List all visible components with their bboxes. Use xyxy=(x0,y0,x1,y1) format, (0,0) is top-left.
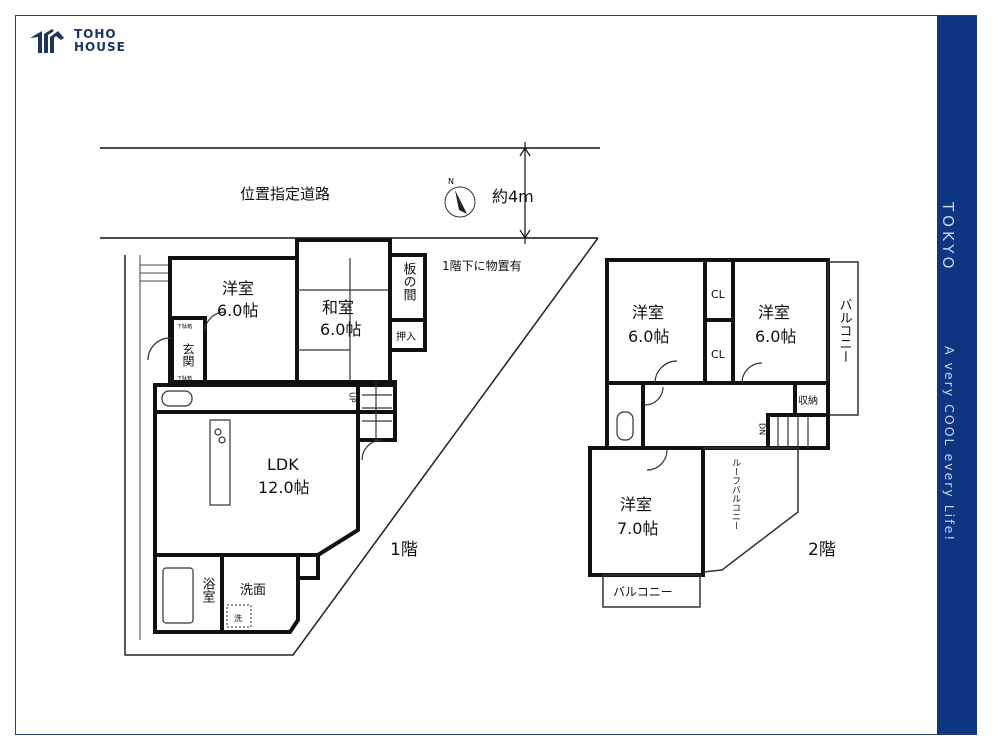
washer-label: 洗 xyxy=(234,613,242,623)
stairs-treads-icon xyxy=(777,415,809,448)
door-swing-icon xyxy=(361,439,383,461)
western-left-name: 洋室 xyxy=(632,303,664,322)
stove-burner-icon xyxy=(218,436,226,444)
brand-name-line1: TOHO xyxy=(74,27,117,41)
stove-burner-icon xyxy=(214,428,222,436)
bathtub-icon xyxy=(162,567,194,624)
western-room-1f-size: 6.0帖 xyxy=(217,301,258,320)
roof-balcony-label: ルーフバルコニー xyxy=(730,458,741,530)
outdoor-steps xyxy=(140,264,170,282)
kitchen-counter-icon xyxy=(209,419,231,506)
dimension-arrows-icon xyxy=(519,146,531,240)
western-bottom-size: 7.0帖 xyxy=(617,519,658,538)
door-swing-icon xyxy=(204,311,226,331)
door-swing-icon xyxy=(741,362,763,384)
compass-icon: N xyxy=(444,177,476,218)
balcony-bottom-label: バルコニー xyxy=(613,585,673,599)
balcony-bottom xyxy=(602,574,701,608)
road-label: 位置指定道路 xyxy=(240,185,330,203)
closet-2f-bottom-label: CL xyxy=(711,348,726,361)
house-logo-icon xyxy=(30,29,64,53)
brand-name-line2: HOUSE xyxy=(74,40,126,54)
toilet-icon xyxy=(161,390,193,407)
closet-1f-label: 押入 xyxy=(396,330,416,343)
tatami-lines xyxy=(297,258,390,382)
storage-note: 1階下に物置有 xyxy=(442,258,522,273)
door-swing-icon xyxy=(654,360,678,384)
shoe-box-label-top: 下駄箱 xyxy=(177,323,192,330)
floor-2: 洋室 6.0帖 洋室 6.0帖 洋室 7.0帖 CL CL 収納 DN バルコニ… xyxy=(588,258,859,608)
shoe-box-label-bottom: 下駄箱 xyxy=(177,375,192,382)
side-banner: TOKYO A very COOL every Life! xyxy=(937,16,977,734)
wood-floor-label: 板の間 xyxy=(401,262,417,302)
ldk-name: LDK xyxy=(267,455,299,474)
storage-2f-label: 収納 xyxy=(798,394,818,407)
door-swing-icon xyxy=(646,449,668,471)
floor-1-label: 1階 xyxy=(390,540,418,560)
balcony-right-label: バルコニー xyxy=(837,298,853,363)
site: 位置指定道路 約4m N 1階下に物置有 xyxy=(100,142,600,656)
washroom-label: 洗面 xyxy=(240,583,266,598)
washroom xyxy=(222,553,320,634)
balcony-right xyxy=(827,261,859,416)
entrance xyxy=(170,316,207,384)
stairs-up-label: UP xyxy=(348,392,357,403)
lot-boundary xyxy=(124,237,599,656)
entrance-label: 玄関 xyxy=(181,342,195,367)
japanese-room-size: 6.0帖 xyxy=(320,320,361,339)
washer-space xyxy=(226,604,252,628)
western-room-1f-name: 洋室 xyxy=(222,279,254,298)
bathroom xyxy=(153,553,224,634)
floor-2-label: 2階 xyxy=(808,540,836,560)
closet-1f xyxy=(388,318,427,352)
floor-1: 洋室 6.0帖 和室 6.0帖 板の間 押入 玄関 下駄箱 下駄箱 UP LDK… xyxy=(147,238,427,634)
japanese-room-name: 和室 xyxy=(322,298,354,317)
roof-balcony xyxy=(702,447,799,573)
stairs-treads-icon xyxy=(362,382,392,440)
door-swing-icon xyxy=(644,386,664,406)
western-bottom-name: 洋室 xyxy=(620,495,652,514)
western-right-size: 6.0帖 xyxy=(755,327,796,346)
toilet-icon xyxy=(616,411,634,441)
compass-north-label: N xyxy=(448,177,454,186)
closet-2f-top-label: CL xyxy=(711,288,726,301)
western-left-size: 6.0帖 xyxy=(628,327,669,346)
ldk-room xyxy=(153,410,360,557)
brand-logo: TOHO HOUSE xyxy=(28,28,126,54)
bathroom-label: 浴室 xyxy=(200,577,216,603)
stairs-down-label: DN xyxy=(758,423,767,435)
door-swing-icon xyxy=(147,337,171,361)
western-right-name: 洋室 xyxy=(758,303,790,322)
ldk-size: 12.0帖 xyxy=(258,478,310,497)
road-width: 約4m xyxy=(492,187,534,206)
